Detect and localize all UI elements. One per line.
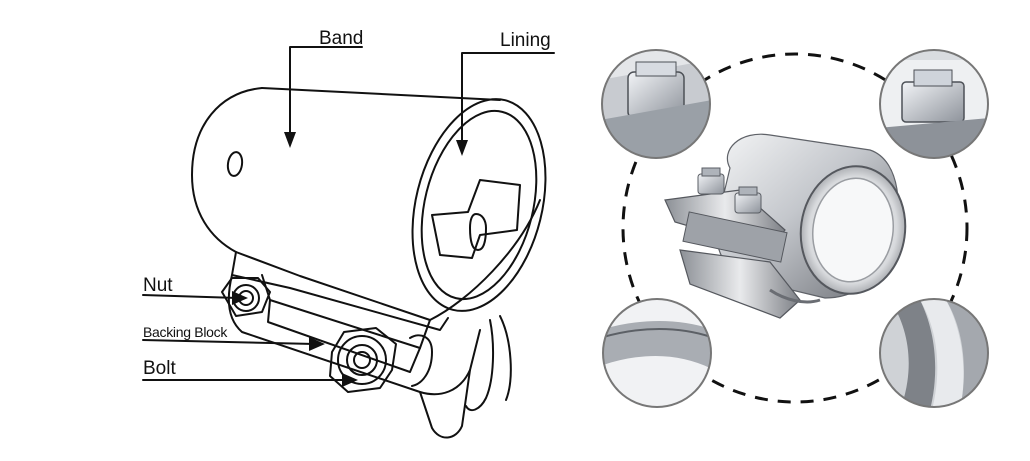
band-arrowhead bbox=[284, 132, 296, 148]
bolt-label: Bolt bbox=[143, 358, 176, 379]
dashed-ring bbox=[621, 52, 969, 404]
flange-foot bbox=[419, 369, 471, 439]
photo-bolt-2 bbox=[734, 186, 762, 214]
flange-upper bbox=[231, 251, 449, 331]
lining-label: Lining bbox=[500, 30, 551, 51]
band-body bbox=[191, 87, 541, 321]
detail-band-ends-closeup bbox=[879, 298, 989, 408]
band-hole bbox=[226, 151, 244, 177]
photo-bolt-1 bbox=[697, 167, 725, 195]
band-tail bbox=[465, 319, 495, 412]
band-leader bbox=[289, 46, 363, 141]
band-top-edge bbox=[261, 87, 501, 101]
bolt-arrowhead bbox=[342, 373, 358, 387]
backing-block-nub bbox=[409, 334, 433, 387]
nut-leader bbox=[142, 294, 239, 299]
lining-tongue bbox=[431, 179, 521, 259]
lining-arrowhead bbox=[456, 140, 468, 156]
backing-block-arrowhead bbox=[309, 337, 325, 351]
band-front-rim bbox=[411, 98, 547, 312]
backing-block-face bbox=[267, 299, 421, 373]
detail-lining-closeup bbox=[602, 298, 712, 408]
band-label: Band bbox=[319, 28, 364, 49]
lining-slot bbox=[469, 213, 487, 251]
flange-lower bbox=[227, 274, 481, 396]
detail-bolt-closeup bbox=[879, 49, 989, 159]
nut-arrowhead bbox=[232, 291, 248, 305]
bolt-drawing bbox=[329, 327, 397, 393]
lining-leader bbox=[461, 52, 555, 149]
nut-label: Nut bbox=[143, 275, 173, 296]
detail-nut-closeup bbox=[601, 49, 711, 159]
clamp-line-drawing bbox=[142, 46, 555, 439]
clamp-photo-panel bbox=[601, 49, 989, 408]
lining-inner-rim bbox=[420, 109, 538, 301]
band-tail-right bbox=[499, 315, 512, 401]
clamp-photo bbox=[664, 133, 907, 319]
backing-block-label: Backing Block bbox=[143, 324, 228, 340]
backing-block-leader bbox=[142, 339, 316, 345]
